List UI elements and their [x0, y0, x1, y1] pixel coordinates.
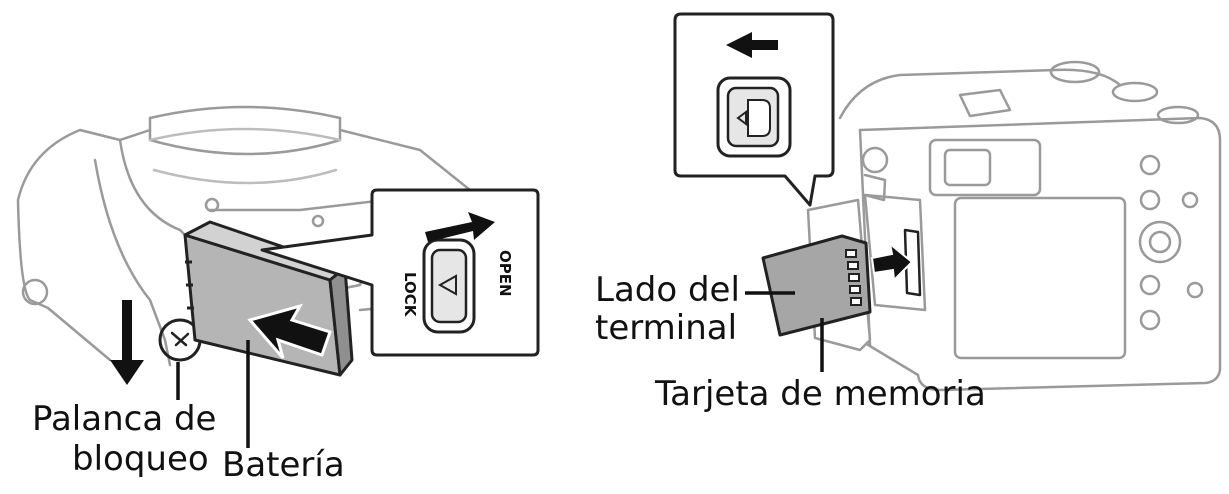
memory-card-illustration [761, 234, 872, 337]
lever-down-arrow-icon [110, 300, 144, 385]
memory-card-label: Tarjeta de memoria [655, 374, 986, 414]
card-insert-arrow-icon [870, 241, 914, 283]
left-leader-lines [176, 340, 250, 448]
lock-label: LOCK [401, 272, 419, 318]
right-camera-illustration [838, 60, 1222, 392]
battery-door-callout: OPEN LOCK [260, 188, 540, 357]
slide-left-arrow-icon [726, 32, 778, 58]
slide-open-arrow-icon [425, 212, 495, 242]
terminal-side-label-line2: terminal [595, 308, 738, 348]
battery-label: Batería [222, 445, 345, 485]
lock-lever-label-line2: bloqueo [72, 439, 209, 479]
card-door-callout [673, 12, 835, 207]
terminal-side-label-line1: Lado del [595, 270, 740, 310]
open-label: OPEN [496, 250, 514, 297]
right-leader-lines [745, 291, 824, 372]
lock-lever-label-line1: Palanca de [32, 399, 217, 439]
battery-insert-arrow-icon [247, 303, 332, 359]
